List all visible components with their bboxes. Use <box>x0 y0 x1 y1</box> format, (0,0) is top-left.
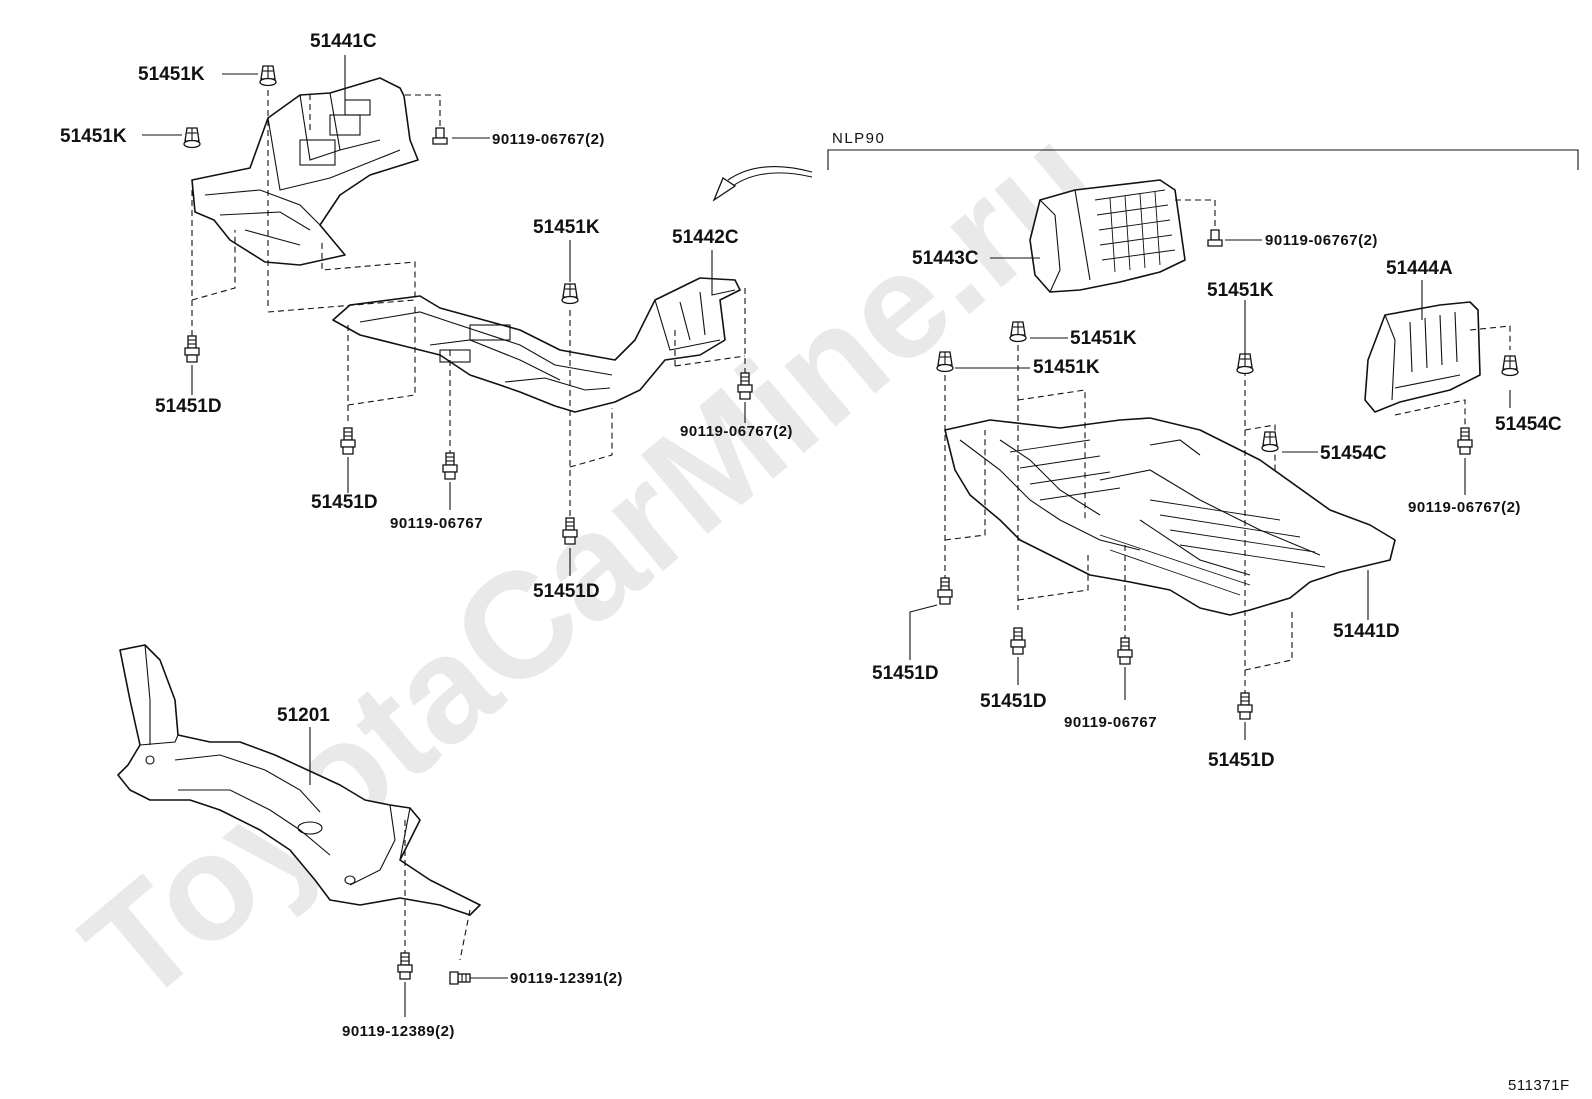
label-51454C-a: 51454C <box>1320 443 1387 464</box>
clip-51454C-a <box>1261 431 1279 453</box>
dashed-guides <box>191 90 1511 961</box>
clip-51451K-d <box>1009 321 1027 343</box>
mesh-51441D <box>1009 439 1326 596</box>
part-labels: 51441C 51451K 51451K 90119-06767(2) 5145… <box>60 31 1570 1094</box>
label-51451D-f: 51451D <box>1208 750 1275 771</box>
label-90119-12389-2: 90119-12389(2) <box>342 1023 455 1040</box>
bolt-51451D-d <box>937 577 953 605</box>
bolt-51451D-b <box>340 427 356 455</box>
label-90119-12391-2: 90119-12391(2) <box>510 970 623 987</box>
part-51443C <box>1029 179 1186 293</box>
part-51441C <box>191 77 419 266</box>
bolt-90119-12389 <box>397 952 413 980</box>
label-51451D-a: 51451D <box>155 396 222 417</box>
clip-51451K-e <box>936 351 954 373</box>
clip-51451K-f <box>1236 353 1254 375</box>
label-51451K-b: 51451K <box>60 126 127 147</box>
label-51441C: 51441C <box>310 31 377 52</box>
part-51444A <box>1364 301 1481 413</box>
label-90119-06767-2-b: 90119-06767(2) <box>680 423 793 440</box>
label-51451K-d: 51451K <box>1207 280 1274 301</box>
clip-51451K-b <box>183 127 201 149</box>
label-NLP90: NLP90 <box>832 130 885 147</box>
label-90119-06767-2-d: 90119-06767(2) <box>1408 499 1521 516</box>
screw-90119-06767-a <box>432 127 448 145</box>
bolt-90119-12391 <box>449 971 471 985</box>
label-90119-06767-2-a: 90119-06767(2) <box>492 131 605 148</box>
label-90119-06767-b: 90119-06767 <box>1064 714 1157 731</box>
part-51442C <box>332 277 741 413</box>
label-51451D-b: 51451D <box>311 492 378 513</box>
figure-code: 511371F <box>1508 1077 1570 1094</box>
label-51451D-c: 51451D <box>533 581 600 602</box>
bolt-51451D-f <box>1237 692 1253 720</box>
bolt-51451D-a <box>184 335 200 363</box>
bolt-90119-06767-d <box>1457 427 1473 455</box>
label-51451K-f: 51451K <box>1033 357 1100 378</box>
label-51441D: 51441D <box>1333 621 1400 642</box>
label-90119-06767-a: 90119-06767 <box>390 515 483 532</box>
clip-51451K-a <box>259 65 277 87</box>
label-51443C: 51443C <box>912 248 979 269</box>
part-51201 <box>117 644 481 916</box>
label-51451D-e: 51451D <box>980 691 1047 712</box>
clip-51451K-c <box>561 283 579 305</box>
bolt-51451D-e <box>1010 627 1026 655</box>
screw-90119-06767-c <box>1207 229 1223 247</box>
clip-51454C-b <box>1501 355 1519 377</box>
leader-lines <box>142 55 1511 1017</box>
label-51451K-a: 51451K <box>138 64 205 85</box>
bolt-90119-06767-a <box>442 452 458 480</box>
label-51451K-e: 51451K <box>1070 328 1137 349</box>
direction-arrow <box>712 166 813 202</box>
label-51451K-c: 51451K <box>533 217 600 238</box>
nlp90-bracket <box>827 149 1579 170</box>
label-90119-06767-2-c: 90119-06767(2) <box>1265 232 1378 249</box>
label-51451D-d: 51451D <box>872 663 939 684</box>
label-51442C: 51442C <box>672 227 739 248</box>
label-51444A: 51444A <box>1386 258 1453 279</box>
bolt-90119-06767-b2 <box>1117 637 1133 665</box>
grid-51443C <box>1094 189 1176 273</box>
label-51454C-b: 51454C <box>1495 414 1562 435</box>
part-51441D <box>944 417 1396 616</box>
label-51201: 51201 <box>277 705 330 726</box>
